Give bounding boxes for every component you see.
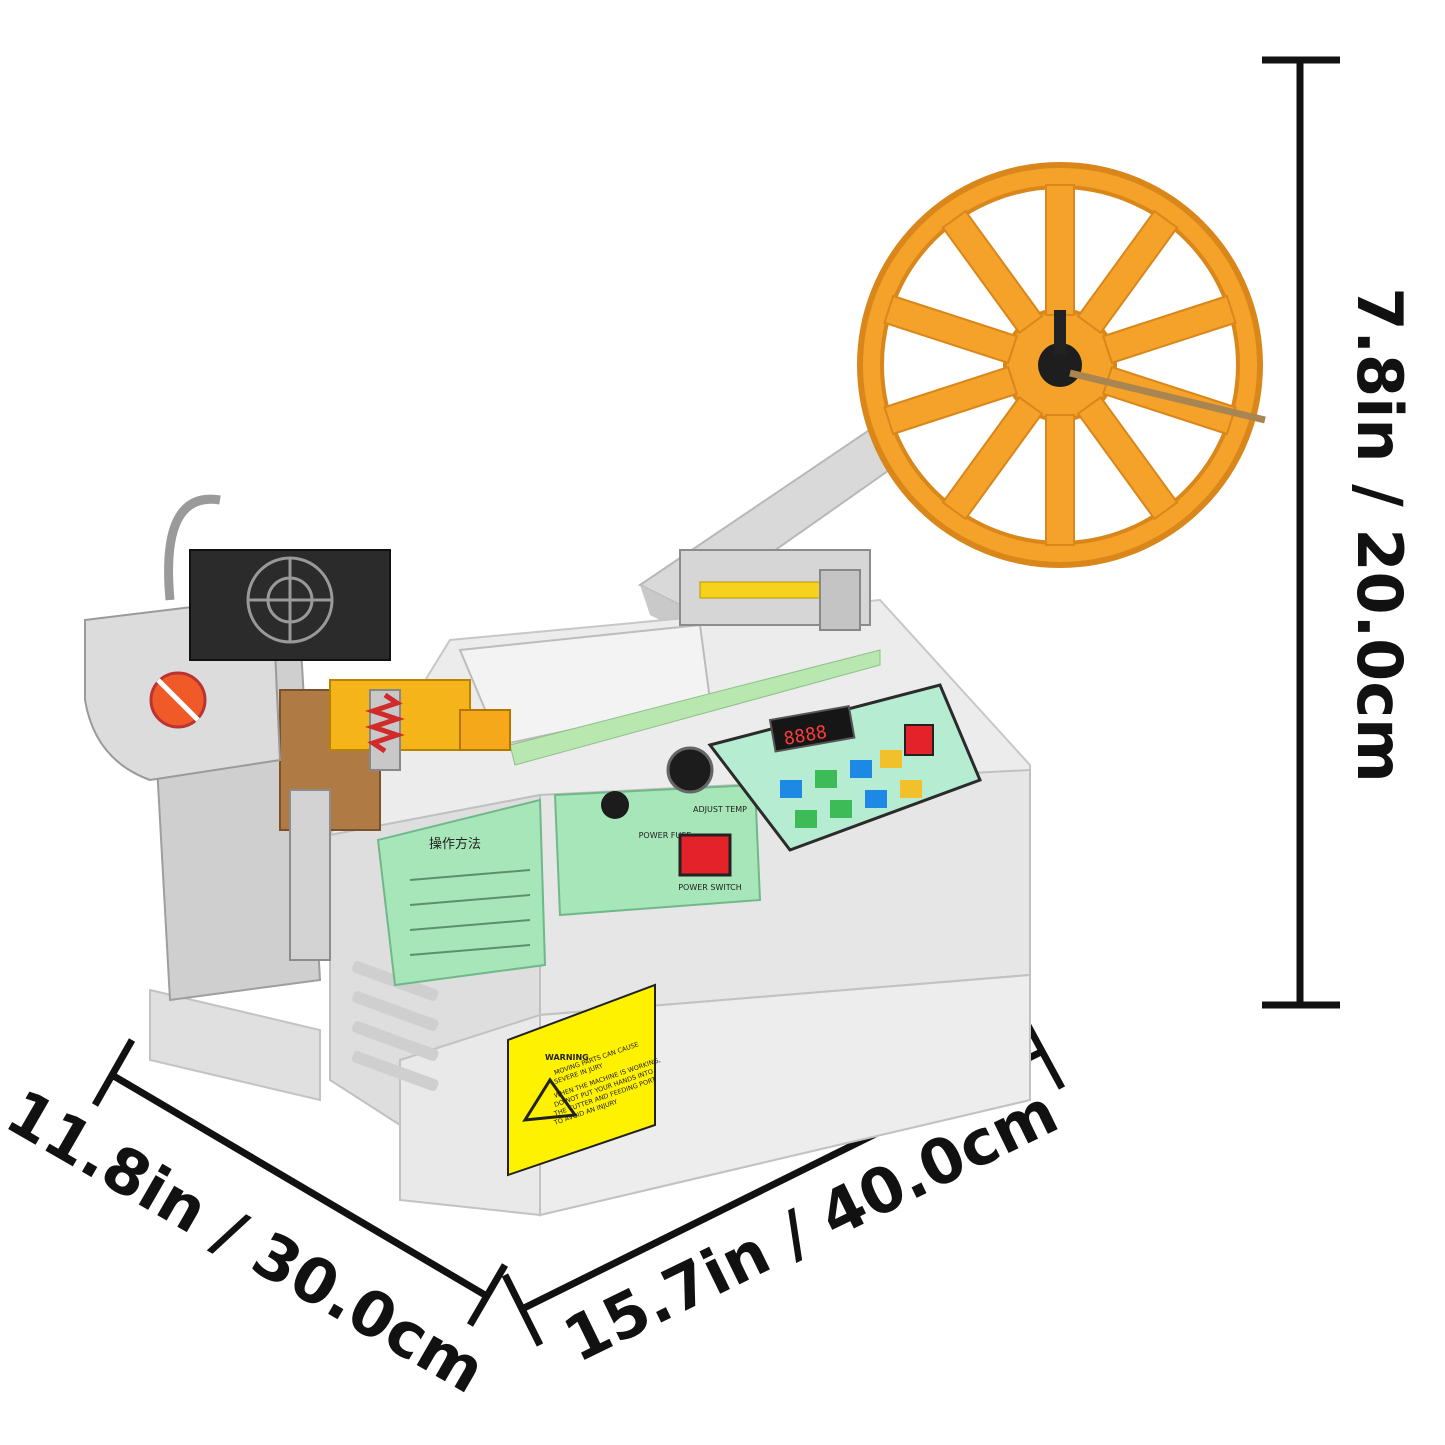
height-dimension: 7.8in / 20.0cm — [1262, 56, 1416, 1009]
cutter-head — [84, 494, 511, 1002]
reel-axle — [1069, 369, 1266, 424]
clear-stop-button[interactable] — [795, 810, 817, 828]
digital-display — [768, 704, 856, 753]
power-panel: POWER FUSE ADJUST TEMP POWER SWITCH — [553, 746, 762, 917]
instruction-panel: 操作方法 — [376, 798, 547, 987]
adjust-temp-label: ADJUST TEMP — [693, 805, 747, 814]
temperature-knob[interactable] — [666, 746, 714, 794]
instruction-panel-title: 操作方法 — [429, 836, 481, 852]
feeding-roller-assembly — [679, 549, 871, 631]
power-fuse-label: POWER FUSE — [639, 831, 692, 840]
forward-button[interactable] — [815, 770, 837, 788]
height-label: 7.8in / 20.0cm — [1343, 287, 1416, 782]
power-switch[interactable] — [678, 833, 732, 877]
warning-icon — [522, 1077, 578, 1122]
control-panel: 8888 — [707, 683, 982, 852]
number-set-button[interactable] — [850, 760, 872, 778]
power-fuse-knob[interactable] — [601, 791, 629, 819]
warning-title: WARNING — [545, 1053, 589, 1062]
power-switch-label: POWER SWITCH — [678, 883, 742, 892]
length-set-button[interactable] — [780, 780, 802, 798]
reset-button[interactable] — [900, 780, 922, 798]
tape-reel — [857, 162, 1266, 568]
control-power-switch[interactable] — [904, 724, 934, 756]
speed-set-button[interactable] — [865, 790, 887, 808]
back-button[interactable] — [830, 800, 852, 818]
control-buttons — [780, 724, 934, 828]
start-button[interactable] — [880, 750, 902, 768]
warning-label: WARNING MOVING PARTS CAN CAUSE SEVERE IN… — [507, 983, 662, 1177]
